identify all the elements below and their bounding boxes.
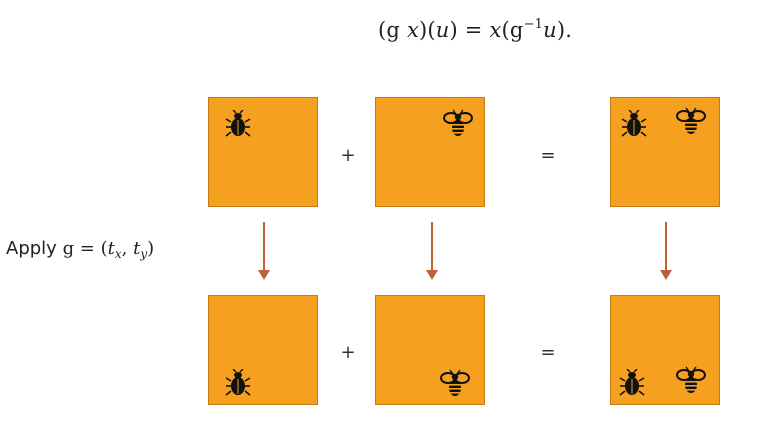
box-top-middle (375, 97, 485, 207)
bee-icon (675, 366, 707, 396)
apply-label: Apply g = (tx, ty) (6, 238, 155, 261)
down-arrow-middle (426, 222, 438, 280)
box-top-left (208, 97, 318, 207)
plus-bottom: + (340, 342, 356, 363)
beetle-icon (619, 369, 645, 399)
box-bottom-left (208, 295, 318, 405)
bee-icon (442, 109, 474, 139)
bee-icon (675, 107, 707, 137)
beetle-icon (225, 110, 251, 140)
box-bottom-right (610, 295, 720, 405)
plus-top: + (340, 145, 356, 166)
box-top-right (610, 97, 720, 207)
down-arrow-left (258, 222, 270, 280)
equals-top: = (540, 145, 556, 166)
beetle-icon (225, 369, 251, 399)
eq-g: g (386, 18, 401, 42)
bee-icon (439, 369, 471, 399)
beetle-icon (621, 110, 647, 140)
down-arrow-right (660, 222, 672, 280)
apply-math: g = (tx, ty) (62, 238, 155, 261)
apply-word: Apply (6, 238, 57, 259)
equation: (g x)(u) = x(g−1u). (378, 17, 573, 42)
equals-bottom: = (540, 342, 556, 363)
box-bottom-middle (375, 295, 485, 405)
